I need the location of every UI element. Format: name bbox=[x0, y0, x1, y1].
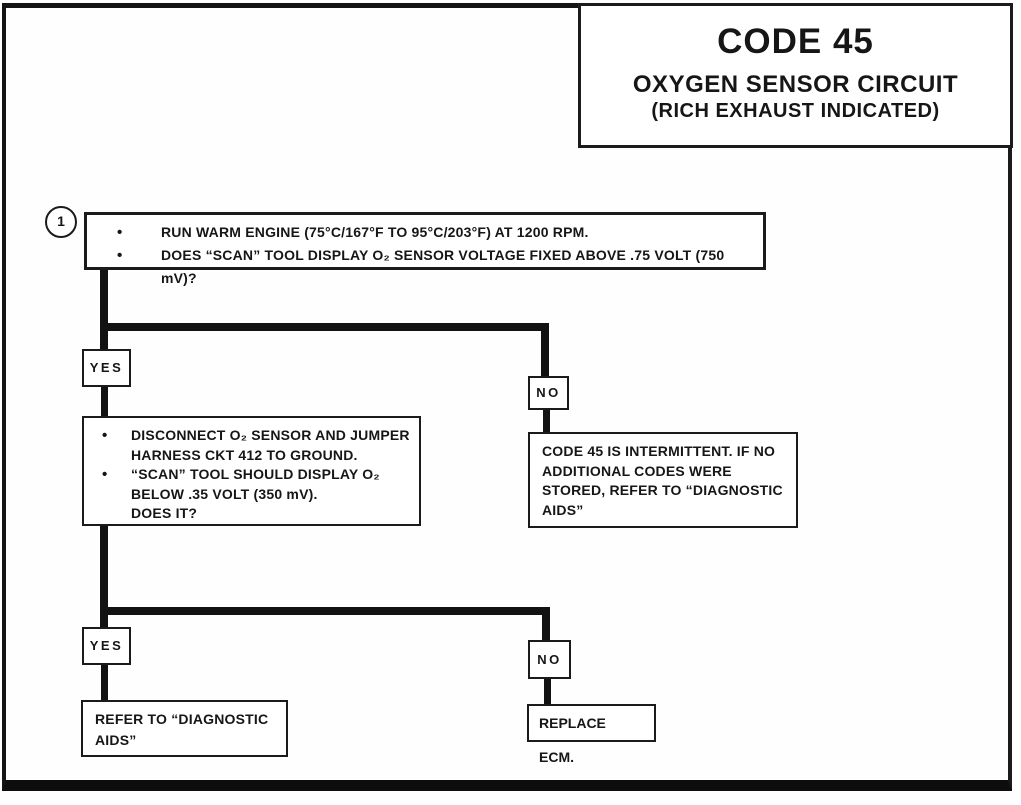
page-title: CODE 45 bbox=[717, 22, 874, 61]
node-code45-intermittent: CODE 45 IS INTERMITTENT. IF NO ADDITIONA… bbox=[528, 432, 798, 528]
connector-branch2-to-yes bbox=[100, 614, 108, 628]
node-step2-disconnect-sensor: • DISCONNECT O₂ SENSOR AND JUMPER HARNES… bbox=[82, 416, 421, 526]
step1-bullet-2: DOES “SCAN” TOOL DISPLAY O₂ SENSOR VOLTA… bbox=[161, 247, 725, 286]
connector-step2-down bbox=[100, 525, 108, 614]
bullet-icon: • bbox=[117, 224, 123, 241]
node-step1-run-engine: • RUN WARM ENGINE (75°C/167°F TO 95°C/20… bbox=[84, 212, 766, 286]
connector-yes1-to-step2 bbox=[101, 386, 108, 417]
bullet-icon: • bbox=[102, 427, 108, 444]
connector-yes2-to-refer bbox=[101, 664, 108, 701]
connector-branch2-horizontal bbox=[100, 607, 550, 615]
title-subtitle: OXYGEN SENSOR CIRCUIT bbox=[632, 71, 959, 98]
branch1-no-label: NO bbox=[528, 376, 569, 410]
connector-no1-to-intermittent bbox=[543, 409, 550, 433]
branch1-yes-label: YES bbox=[82, 349, 131, 387]
bullet-item: • “SCAN” TOOL SHOULD DISPLAY O₂ BELOW .3… bbox=[94, 465, 415, 524]
connector-step1-down bbox=[100, 268, 108, 330]
bullet-item: • DOES “SCAN” TOOL DISPLAY O₂ SENSOR VOL… bbox=[109, 244, 757, 290]
connector-branch2-to-no bbox=[542, 614, 550, 641]
step-number-marker: 1 bbox=[45, 206, 77, 238]
title-subtitle-parenthetical: (RICH EXHAUST INDICATED) bbox=[651, 100, 940, 122]
connector-branch1-to-no bbox=[541, 330, 549, 377]
branch2-yes-label: YES bbox=[82, 627, 131, 665]
node-replace-ecm: REPLACE ECM. bbox=[527, 704, 656, 765]
bullet-icon: • bbox=[117, 247, 123, 264]
step2-bullet-1: DISCONNECT O₂ SENSOR AND JUMPER HARNESS … bbox=[131, 427, 410, 463]
connector-branch1-horizontal bbox=[100, 323, 549, 331]
title-box: CODE 45 OXYGEN SENSOR CIRCUIT (RICH EXHA… bbox=[578, 3, 1013, 148]
bullet-item: • RUN WARM ENGINE (75°C/167°F TO 95°C/20… bbox=[109, 221, 757, 244]
connector-no2-to-replace bbox=[544, 678, 551, 705]
page-border bbox=[2, 3, 1012, 791]
step2-bullet-2: “SCAN” TOOL SHOULD DISPLAY O₂ BELOW .35 … bbox=[131, 466, 380, 521]
bullet-icon: • bbox=[102, 466, 108, 483]
node-refer-diagnostic-aids: REFER TO “DIAGNOSTIC AIDS” bbox=[81, 700, 288, 757]
branch2-no-label: NO bbox=[528, 640, 571, 679]
step1-bullet-1: RUN WARM ENGINE (75°C/167°F TO 95°C/203°… bbox=[161, 224, 589, 240]
bullet-item: • DISCONNECT O₂ SENSOR AND JUMPER HARNES… bbox=[94, 426, 415, 465]
connector-branch1-to-yes bbox=[100, 330, 108, 350]
